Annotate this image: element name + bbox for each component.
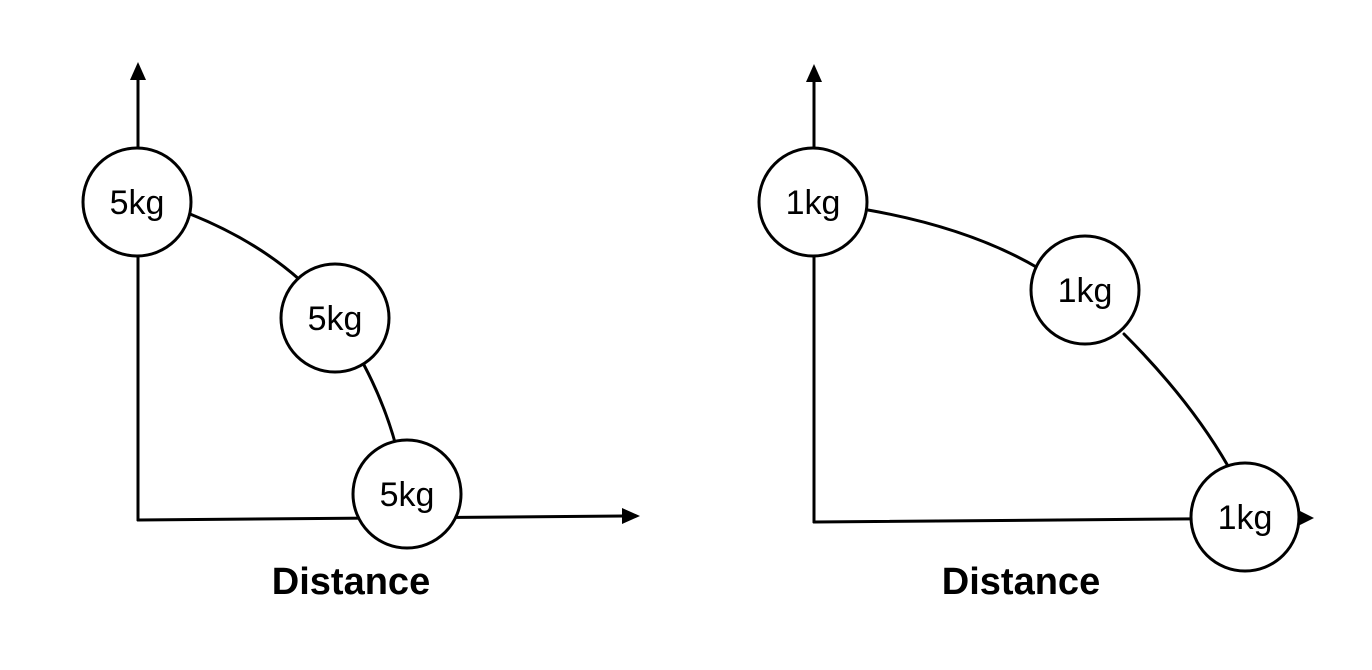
right-mass-1: 1kg [757, 146, 869, 258]
right-mass-1-label: 1kg [786, 184, 841, 222]
right-trajectory-curve-lower [1122, 332, 1230, 468]
right-y-axis-arrow-icon [806, 64, 822, 82]
left-y-axis-arrow-icon [130, 62, 146, 80]
left-mass-3-circle [351, 438, 463, 550]
left-mass-1: 5kg [81, 146, 193, 258]
left-x-axis-label: Distance [272, 561, 430, 603]
left-mass-2: 5kg [279, 262, 391, 374]
left-mass-2-circle [279, 262, 391, 374]
left-x-axis-arrow-icon [622, 508, 640, 524]
panel-right: 1kg 1kg 1kg Distance [757, 64, 1314, 603]
left-mass-2-label: 5kg [308, 300, 363, 338]
right-trajectory-curve [866, 208, 1040, 270]
right-mass-3: 1kg [1189, 461, 1301, 573]
right-mass-1-circle [757, 146, 869, 258]
right-x-axis-arrow-icon [1298, 510, 1314, 526]
left-mass-3: 5kg [351, 438, 463, 550]
left-trajectory-curve [188, 212, 302, 282]
right-mass-2: 1kg [1029, 234, 1141, 346]
right-mass-3-circle [1189, 461, 1301, 573]
right-mass-2-circle [1029, 234, 1141, 346]
panel-left: 5kg 5kg 5kg Distance [81, 62, 640, 603]
right-mass-2-label: 1kg [1058, 272, 1113, 310]
left-mass-1-label: 5kg [110, 184, 165, 222]
right-mass-3-label: 1kg [1218, 499, 1273, 537]
right-x-axis-label: Distance [942, 561, 1100, 603]
left-trajectory-curve-lower [362, 363, 398, 448]
left-mass-1-circle [81, 146, 193, 258]
left-mass-3-label: 5kg [380, 476, 435, 514]
